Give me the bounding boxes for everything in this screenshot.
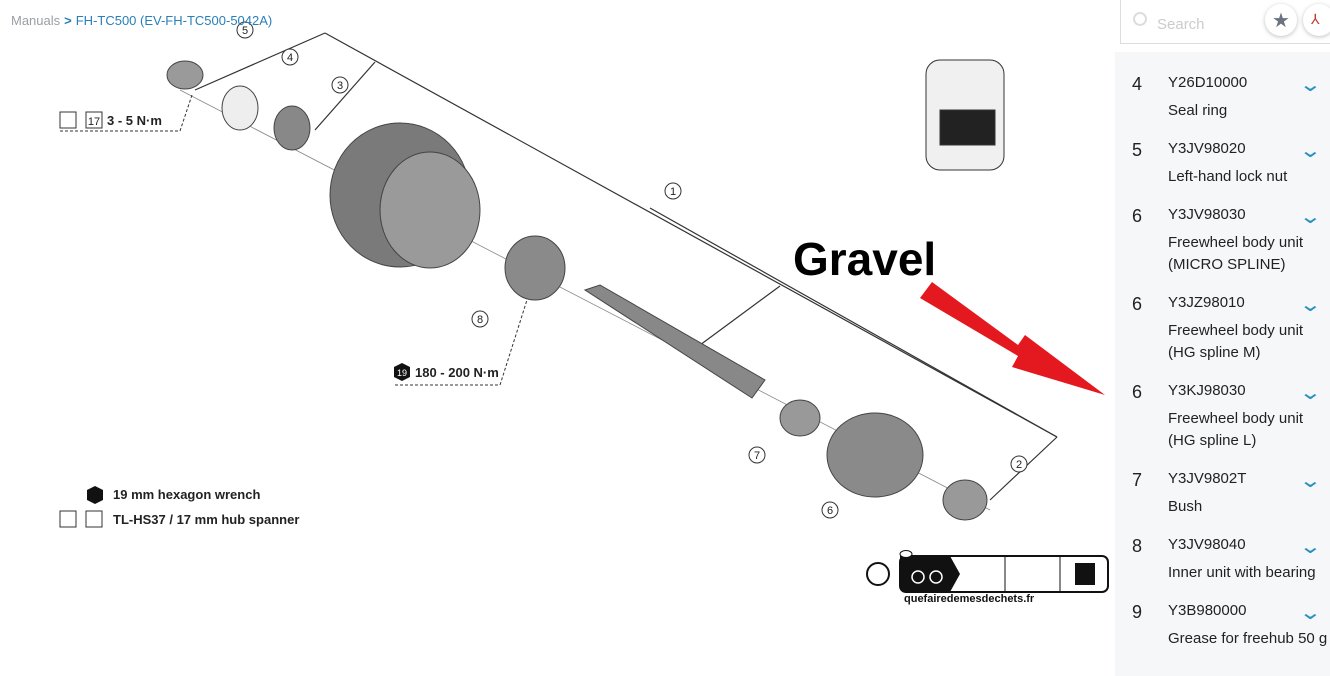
chevron-down-icon[interactable]: ⌄ [1298,470,1323,492]
part-code: Y3KJ98030 [1168,382,1246,399]
part-description: Inner unit with bearing [1168,564,1316,581]
part-description: Left-hand lock nut [1168,168,1288,185]
callout-7: 7 [754,450,760,462]
part-number: 9 [1132,602,1143,622]
part-number: 7 [1132,470,1143,490]
gravel-overlay-title: Gravel [793,233,937,285]
part-number: 5 [1132,140,1143,160]
chevron-down-icon[interactable]: ⌄ [1298,74,1323,96]
part-code: Y3JV9802T [1168,470,1247,487]
callout-6: 6 [827,505,833,517]
callout-3: 3 [337,80,343,92]
pdf-icon: ⅄ [1311,11,1320,27]
legend-hub-spanner: TL-HS37 / 17 mm hub spanner [113,512,299,527]
part-description: Freewheel body unit (HG spline M) [1168,322,1304,361]
exploded-hub-diagram: 1 2 3 4 5 6 7 8 17 3 - 5 N·m 19 180 - 20… [59,21,1109,593]
search-placeholder: Search [1157,16,1205,33]
breadcrumb-separator: > [64,13,72,28]
breadcrumb-manuals[interactable]: Manuals [11,13,61,28]
chevron-down-icon[interactable]: ⌄ [1298,536,1323,558]
part-description: Bush [1168,498,1203,515]
part-description: Grease for freehub 50 g [1168,630,1328,647]
part-number: 6 [1132,294,1143,314]
part-number: 6 [1132,206,1143,226]
legend-hex-wrench: 19 mm hexagon wrench [113,487,260,502]
callout-8: 8 [477,314,483,326]
part-description: Freewheel body unit (HG spline L) [1168,410,1304,449]
star-icon: ★ [1272,9,1290,32]
callout-2: 2 [1016,459,1022,471]
part-number: 4 [1132,74,1143,94]
red-arrow-icon [920,282,1105,395]
chevron-down-icon[interactable]: ⌄ [1298,206,1323,228]
part-description: Seal ring [1168,102,1228,119]
part-row[interactable]: 7 Y3JV9802T Bush ⌄ [1115,448,1330,515]
chevron-down-icon[interactable]: ⌄ [1298,602,1323,624]
part-code: Y3B980000 [1168,602,1247,619]
chevron-down-icon[interactable]: ⌄ [1298,382,1323,404]
wrench-badge: 19 [397,368,407,378]
recycling-website: quefairedemesdechets.fr [904,593,1035,605]
spanner-badge: 17 [88,116,100,128]
search-input[interactable]: Search [1120,0,1330,44]
torque-top: 3 - 5 N·m [107,113,162,128]
breadcrumb-current[interactable]: FH-TC500 (EV-FH-TC500-5042A) [75,13,273,28]
part-number: 6 [1132,382,1143,402]
search-icon [1133,12,1147,26]
recycling-info-icon [866,550,1109,593]
part-number: 8 [1132,536,1143,556]
callout-1: 1 [670,186,676,198]
part-code: Y3JV98040 [1168,536,1246,553]
part-code: Y3JV98030 [1168,206,1246,223]
part-code: Y3JZ98010 [1168,294,1245,311]
chevron-down-icon[interactable]: ⌄ [1298,294,1323,316]
chevron-down-icon[interactable]: ⌄ [1298,140,1323,162]
pdf-download-button[interactable]: ⅄ [1303,4,1330,36]
callout-5: 5 [242,25,248,37]
torque-mid: 180 - 200 N·m [415,365,499,380]
breadcrumb: Manuals>FH-TC500 (EV-FH-TC500-5042A) [11,13,272,28]
part-description: Freewheel body unit (MICRO SPLINE) [1168,234,1304,273]
callout-4: 4 [287,52,293,64]
favorite-star-button[interactable]: ★ [1265,4,1297,36]
part-code: Y3JV98020 [1168,140,1246,157]
part-code: Y26D10000 [1168,74,1248,91]
